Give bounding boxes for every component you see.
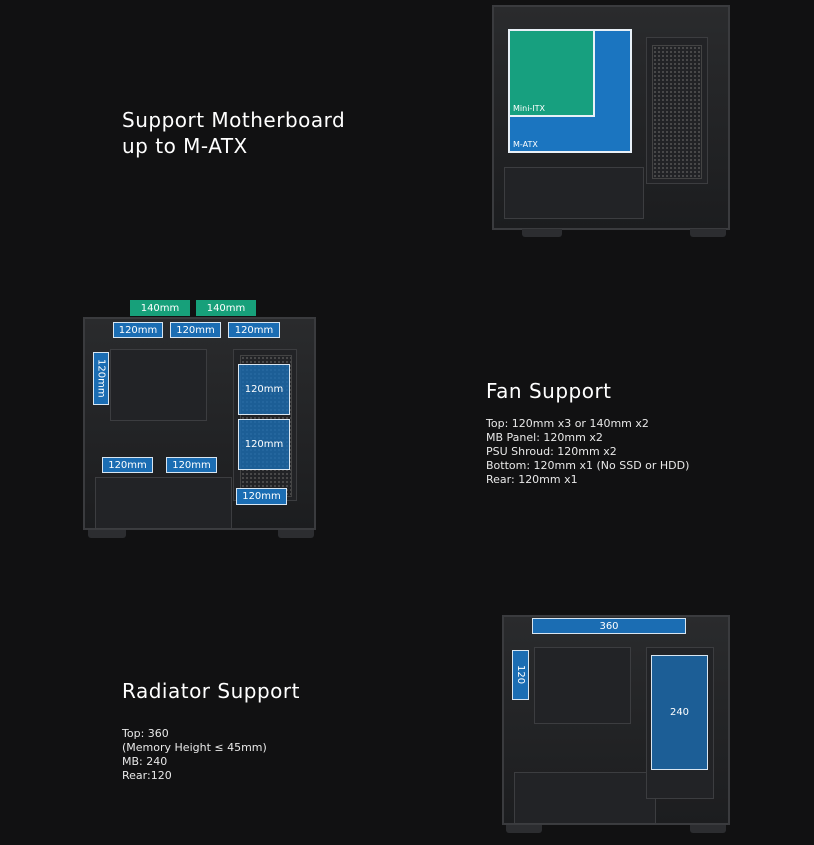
spec-line: Top: 360 bbox=[122, 727, 169, 740]
fan-label-shroud-1: 120mm bbox=[102, 457, 153, 473]
radiator-label-rear: 120 bbox=[512, 650, 529, 700]
spec-line: (Memory Height ≤ 45mm) bbox=[122, 741, 267, 754]
fan-label-top-140-1: 140mm bbox=[130, 300, 190, 316]
fan-label-shroud-2: 120mm bbox=[166, 457, 217, 473]
spec-line: Rear: 120mm x1 bbox=[486, 473, 578, 486]
fan-label-mb-2: 120mm bbox=[238, 419, 290, 470]
case-image-motherboard: M-ATX Mini-ITX bbox=[492, 5, 730, 230]
heading-line: Support Motherboard bbox=[122, 108, 346, 132]
fan-label-rear: 120mm bbox=[93, 352, 109, 405]
fan-label-top-140-2: 140mm bbox=[196, 300, 256, 316]
radiator-label-top: 360 bbox=[532, 618, 686, 634]
spec-line: MB: 240 bbox=[122, 755, 168, 768]
spec-line: PSU Shroud: 120mm x2 bbox=[486, 445, 617, 458]
mini-itx-label: Mini-ITX bbox=[513, 104, 546, 113]
fan-label-top-120-1: 120mm bbox=[113, 322, 163, 338]
spec-line: Bottom: 120mm x1 (No SSD or HDD) bbox=[486, 459, 690, 472]
radiator-label-mb: 240 bbox=[651, 655, 708, 770]
mini-itx-area: Mini-ITX bbox=[508, 29, 595, 117]
fan-label-bottom: 120mm bbox=[236, 488, 287, 505]
motherboard-heading: Support Motherboard up to M-ATX bbox=[122, 107, 345, 159]
spec-line: Top: 120mm x3 or 140mm x2 bbox=[486, 417, 649, 430]
m-atx-label: M-ATX bbox=[513, 140, 538, 149]
spec-line: Rear:120 bbox=[122, 769, 172, 782]
fan-label-mb-1: 120mm bbox=[238, 364, 290, 415]
fan-heading: Fan Support bbox=[486, 379, 612, 403]
fan-label-top-120-2: 120mm bbox=[170, 322, 221, 338]
fan-label-top-120-3: 120mm bbox=[228, 322, 280, 338]
spec-line: MB Panel: 120mm x2 bbox=[486, 431, 603, 444]
radiator-heading: Radiator Support bbox=[122, 679, 300, 703]
heading-line: up to M-ATX bbox=[122, 134, 248, 158]
